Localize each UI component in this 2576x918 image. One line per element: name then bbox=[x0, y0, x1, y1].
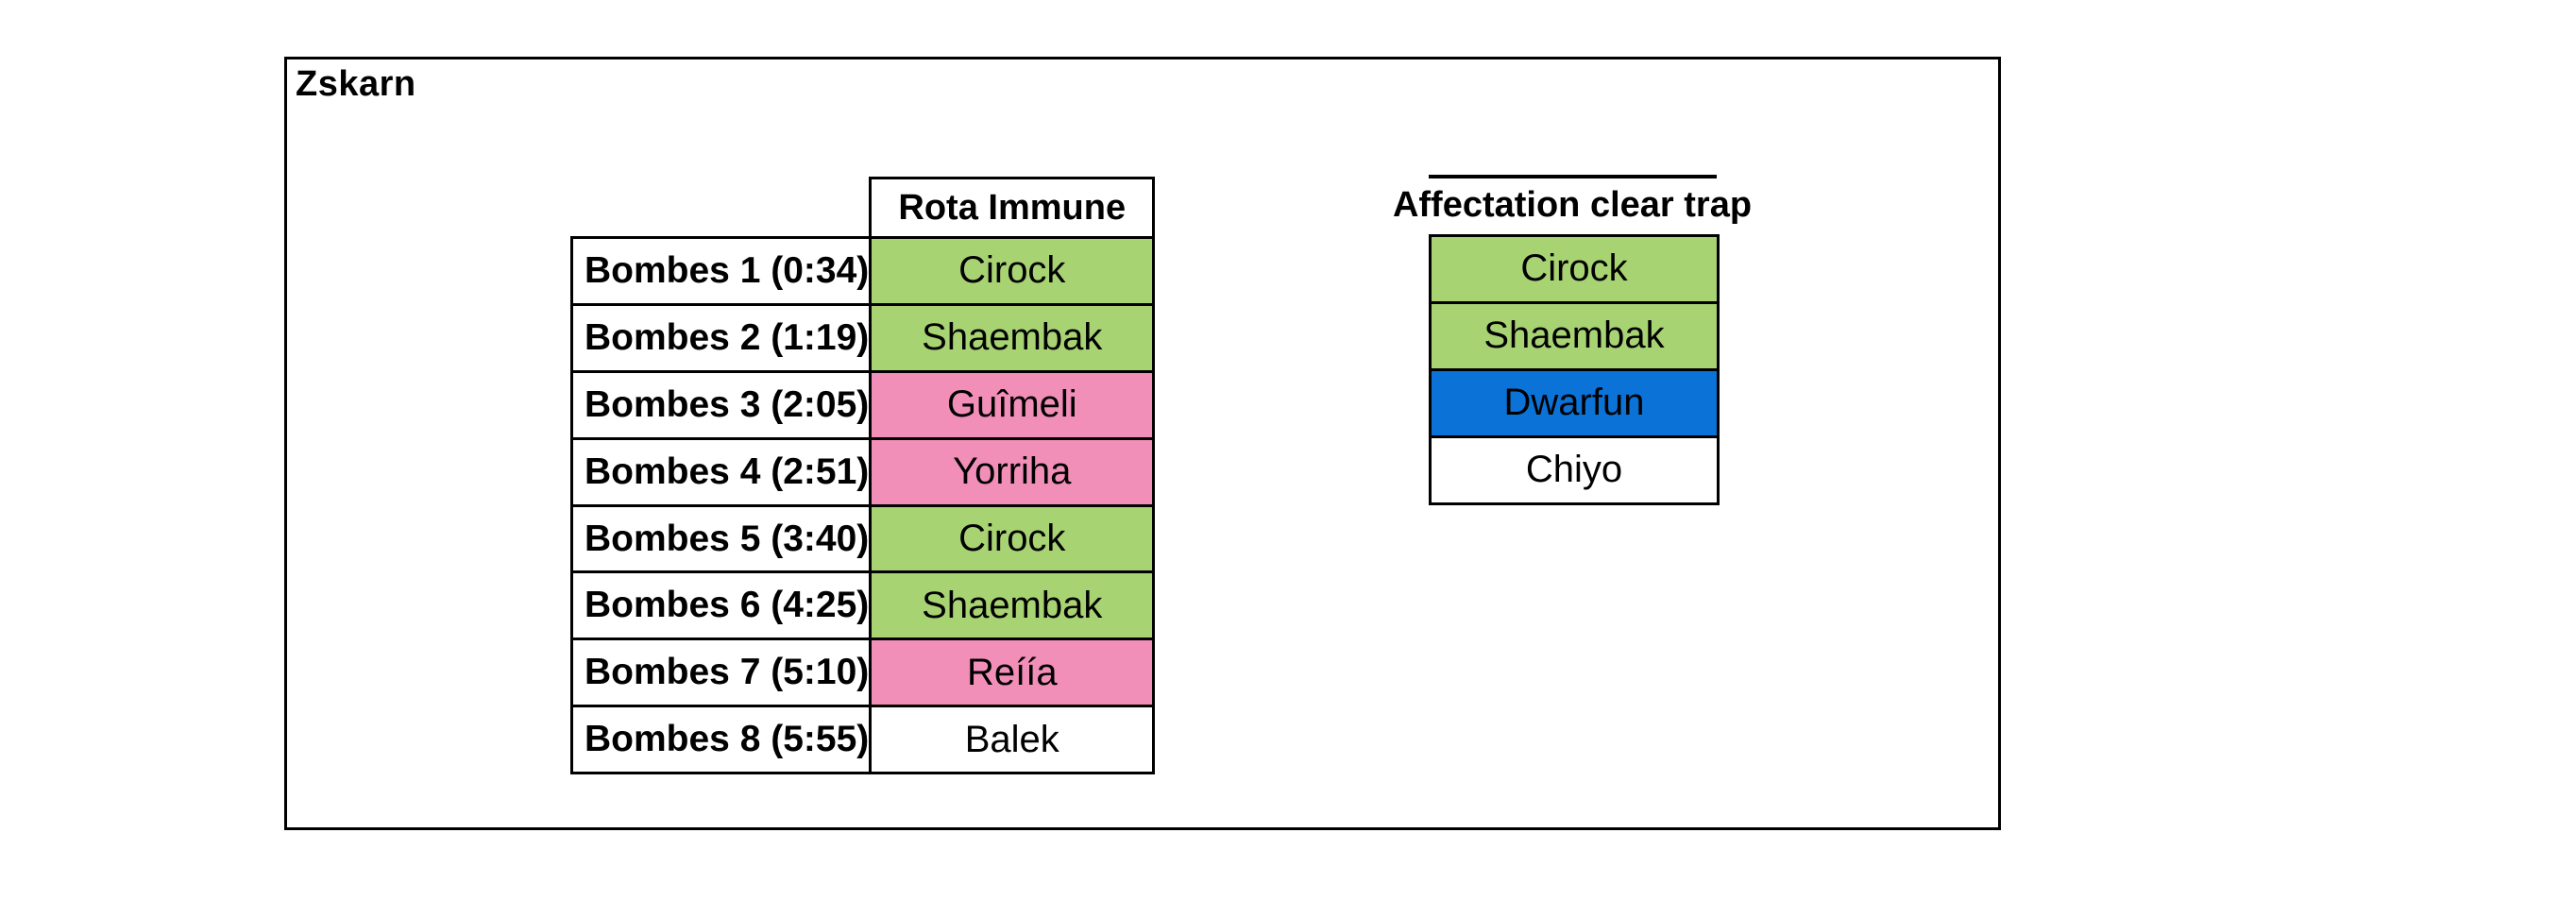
table-row: Dwarfun bbox=[1429, 367, 1720, 438]
bombe-label-cell: Bombes 6 (4:25) bbox=[569, 570, 873, 641]
table-row: Bombes 5 (3:40)Cirock bbox=[569, 503, 1156, 574]
table-row: Shaembak bbox=[1429, 300, 1720, 371]
rota-immune-header: Rota Immune bbox=[869, 177, 1156, 239]
blank-corner-cell bbox=[572, 178, 871, 238]
table-row: Bombes 6 (4:25)Shaembak bbox=[569, 570, 1156, 641]
table-row: Bombes 3 (2:05)Guîmeli bbox=[569, 369, 1156, 440]
assignee-cell: Shaembak bbox=[869, 570, 1156, 641]
assignee-cell: Cirock bbox=[869, 503, 1156, 574]
table-row: Bombes 1 (0:34)Cirock bbox=[569, 236, 1156, 306]
bombe-label-cell: Bombes 4 (2:51) bbox=[569, 436, 873, 507]
box-title: Zskarn bbox=[296, 64, 416, 104]
assignee-cell: Balek bbox=[869, 705, 1156, 775]
assignee-cell: Yorriha bbox=[869, 436, 1156, 507]
table-row: Bombes 8 (5:55)Balek bbox=[569, 705, 1156, 775]
table-row: Bombes 2 (1:19)Shaembak bbox=[569, 302, 1156, 373]
trap-assignee-cell: Shaembak bbox=[1429, 300, 1720, 371]
assignee-cell: Reíía bbox=[869, 638, 1156, 708]
table-row: Bombes 4 (2:51)Yorriha bbox=[569, 436, 1156, 507]
bombe-label-cell: Bombes 7 (5:10) bbox=[569, 638, 873, 708]
table-row: Cirock bbox=[1429, 234, 1720, 304]
affectation-overline bbox=[1429, 175, 1717, 178]
bombe-label-cell: Bombes 1 (0:34) bbox=[569, 236, 873, 306]
bombe-label-cell: Bombes 3 (2:05) bbox=[569, 369, 873, 440]
trap-assignee-cell: Dwarfun bbox=[1429, 367, 1720, 438]
bombe-label-cell: Bombes 5 (3:40) bbox=[569, 503, 873, 574]
bombe-label-cell: Bombes 2 (1:19) bbox=[569, 302, 873, 373]
trap-assignee-cell: Chiyo bbox=[1429, 434, 1720, 505]
assignee-cell: Cirock bbox=[869, 236, 1156, 306]
rota-header-row: Rota Immune bbox=[572, 177, 1156, 239]
table-row: Chiyo bbox=[1429, 434, 1720, 505]
bombe-label-cell: Bombes 8 (5:55) bbox=[569, 705, 873, 775]
trap-assignee-cell: Cirock bbox=[1429, 234, 1720, 304]
affectation-title: Affectation clear trap bbox=[1392, 185, 1753, 225]
assignee-cell: Guîmeli bbox=[869, 369, 1156, 440]
assignee-cell: Shaembak bbox=[869, 302, 1156, 373]
table-row: Bombes 7 (5:10)Reíía bbox=[569, 638, 1156, 708]
